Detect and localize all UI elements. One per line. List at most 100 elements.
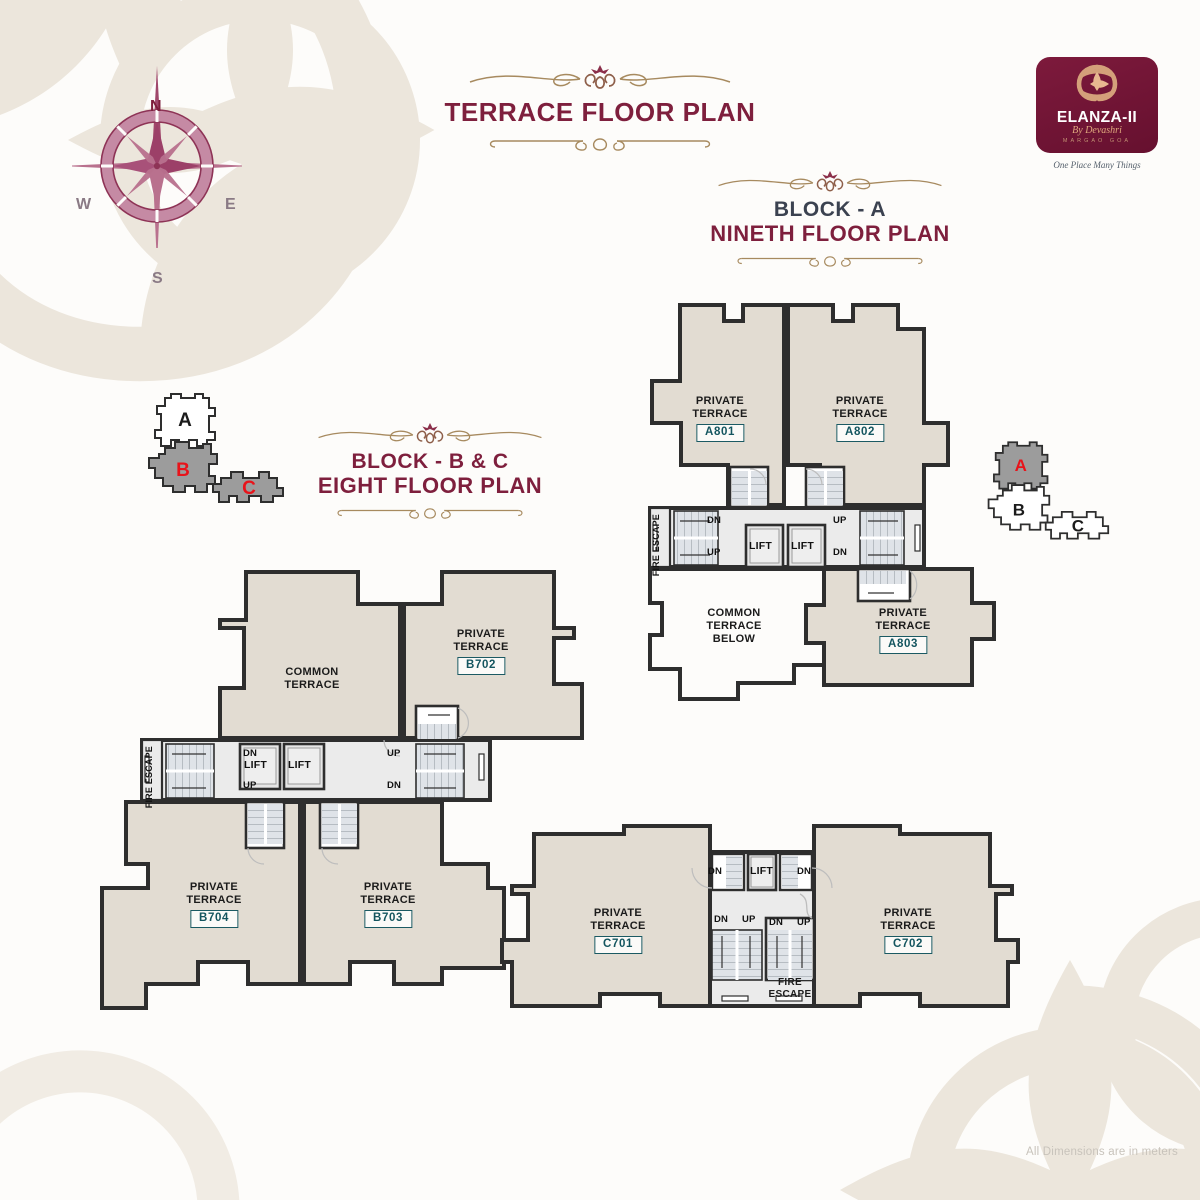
ornament-top-a-icon	[718, 171, 942, 192]
stair-b-dn-2: DN	[387, 780, 402, 791]
lift-b-1-text: LIFT	[244, 759, 267, 771]
logo-brand-name: ELANZA-II	[1056, 109, 1138, 126]
terrace-c702-shape	[812, 824, 1020, 1008]
terrace-c702-unit: C702	[884, 935, 932, 954]
stair-b-dn-1: DN	[243, 748, 258, 759]
logo-brand-city: MARGAO GOA	[1062, 138, 1132, 144]
page-title-block: TERRACE FLOOR PLAN	[440, 62, 760, 156]
key-plan-a2-label-a: A	[1015, 456, 1027, 475]
compass-west-label: W	[76, 196, 92, 213]
terrace-c702-label: PRIVATE TERRACE C702	[880, 907, 935, 954]
terrace-b704-unit: B704	[190, 909, 238, 928]
key-plan-a2-label-c: C	[1072, 517, 1084, 536]
stair-c-dn-mid-1: DN	[714, 914, 729, 925]
common-terrace-b-line1: COMMON	[285, 666, 339, 678]
terrace-a803-title-1: PRIVATE	[878, 607, 928, 619]
fire-escape-c-line2: ESCAPE	[768, 988, 812, 1000]
fire-escape-c-label: FIRE ESCAPE	[769, 977, 812, 1001]
key-plan-a2-label-b: B	[1013, 500, 1025, 519]
terrace-b702-unit: B702	[457, 656, 505, 675]
terrace-b703-unit: B703	[364, 909, 412, 928]
terrace-c702-title-2: TERRACE	[880, 919, 936, 932]
lift-b-2-text: LIFT	[288, 759, 311, 771]
common-terrace-b-shape	[218, 570, 402, 740]
page-title: TERRACE FLOOR PLAN	[444, 97, 756, 127]
block-a-floor-plan: PRIVATE TERRACE A801 PRIVATE TERRACE A80…	[628, 295, 1018, 725]
key-plan-label-c: C	[242, 478, 256, 499]
compass-rose: N S W E	[61, 48, 253, 287]
key-plan-a2-shape-b	[987, 484, 1051, 531]
terrace-c701-title-2: TERRACE	[590, 919, 646, 932]
fire-escape-b-text: FIRE ESCAPE	[144, 746, 154, 809]
terrace-b704-label: PRIVATE TERRACE B704	[186, 881, 241, 928]
fire-escape-a-label: FIRE ESCAPE	[651, 514, 661, 577]
terrace-a802-label: PRIVATE TERRACE A802	[832, 395, 887, 442]
footnote: All Dimensions are in meters	[1026, 1146, 1178, 1158]
block-bc-title-line1: BLOCK - B & C	[351, 450, 509, 473]
terrace-a801-unit: A801	[696, 423, 744, 442]
block-a-title-line2: NINETH FLOOR PLAN	[710, 220, 950, 246]
fire-escape-b-shape	[140, 738, 164, 802]
key-plan-label-a: A	[178, 410, 192, 431]
terrace-c701-unit: C701	[594, 935, 642, 954]
stair-b-up-2: UP	[387, 748, 401, 759]
stair-c-dn-mid-2: DN	[769, 917, 784, 928]
terrace-a803-unit: A803	[879, 635, 927, 654]
logo-tagline: One Place Many Things	[1053, 160, 1141, 170]
stair-a-up-1: UP	[707, 547, 721, 558]
watermark-bottom-right-2	[1060, 860, 1200, 1190]
terrace-b702-title-2: TERRACE	[453, 640, 509, 653]
block-a-title-block: BLOCK - A NINETH FLOOR PLAN	[700, 168, 960, 272]
common-terrace-below-line2: TERRACE	[706, 619, 762, 632]
block-bc-title-block: BLOCK - B & C EIGHT FLOOR PLAN	[300, 420, 560, 524]
key-plan-label-b: B	[176, 460, 190, 481]
lift-a-2-label: LIFT	[791, 540, 814, 552]
key-plan-a2-shape-c	[1044, 510, 1110, 540]
common-terrace-below-line3: BELOW	[712, 632, 756, 645]
block-bc-title-line2: EIGHT FLOOR PLAN	[317, 472, 543, 498]
lift-a-1-label: LIFT	[749, 540, 772, 552]
terrace-b703-title-2: TERRACE	[360, 893, 416, 906]
terrace-b702-title-1: PRIVATE	[456, 628, 506, 640]
terrace-c701-title-1: PRIVATE	[593, 907, 643, 919]
stair-c-dn-top-right: DN	[797, 866, 812, 877]
logo-card: ELANZA-II By Devashri MARGAO GOA	[1036, 57, 1158, 153]
terrace-b704-title-1: PRIVATE	[189, 881, 239, 893]
key-plan-block-a: A B C	[985, 438, 1110, 555]
terrace-b703-label: PRIVATE TERRACE B703	[360, 881, 415, 928]
ornament-bottom-bc-icon	[337, 508, 523, 519]
stair-a-dn-2: DN	[833, 547, 848, 558]
terrace-a803-label: PRIVATE TERRACE A803	[875, 607, 930, 654]
terrace-a803-title-2: TERRACE	[875, 619, 931, 632]
terrace-b704-shape	[100, 800, 302, 1010]
terrace-c701-shape	[500, 824, 712, 1008]
common-terrace-below-label: COMMON TERRACE BELOW	[706, 607, 761, 646]
key-plan-shape-c	[212, 471, 284, 503]
terrace-a802-title-2: TERRACE	[832, 407, 888, 420]
terrace-a803-shape	[804, 567, 996, 687]
terrace-b702-shape	[402, 570, 584, 740]
ornament-bottom-a-icon	[737, 256, 923, 267]
stair-a-dn-1: DN	[707, 515, 722, 526]
common-terrace-below-shape	[648, 567, 826, 701]
stair-c-up-mid-2: UP	[797, 917, 811, 928]
fire-escape-b-label: FIRE ESCAPE	[144, 746, 154, 809]
common-terrace-b-label: COMMON TERRACE	[284, 666, 339, 692]
brand-logo: ELANZA-II By Devashri MARGAO GOA One Pla…	[1036, 57, 1158, 170]
ornament-top-bc-icon	[318, 423, 542, 444]
fire-escape-a-line1: FIRE ESCAPE	[651, 514, 661, 577]
fire-escape-c-line1: FIRE	[778, 977, 802, 988]
compass-south-label: S	[152, 270, 163, 287]
key-plan-block-bc: A B C	[145, 392, 285, 517]
terrace-c701-label: PRIVATE TERRACE C701	[590, 907, 645, 954]
terrace-a802-title-1: PRIVATE	[835, 395, 885, 407]
stair-b-up-1: UP	[243, 780, 257, 791]
logo-brand-by: By Devashri	[1072, 125, 1122, 136]
compass-east-label: E	[225, 196, 236, 213]
fire-escape-a-shape	[648, 506, 672, 569]
devashri-knot-icon	[1076, 64, 1118, 102]
ornament-bottom-icon	[489, 138, 711, 151]
common-terrace-below-line1: COMMON	[707, 607, 761, 619]
terrace-a802-unit: A802	[836, 423, 884, 442]
